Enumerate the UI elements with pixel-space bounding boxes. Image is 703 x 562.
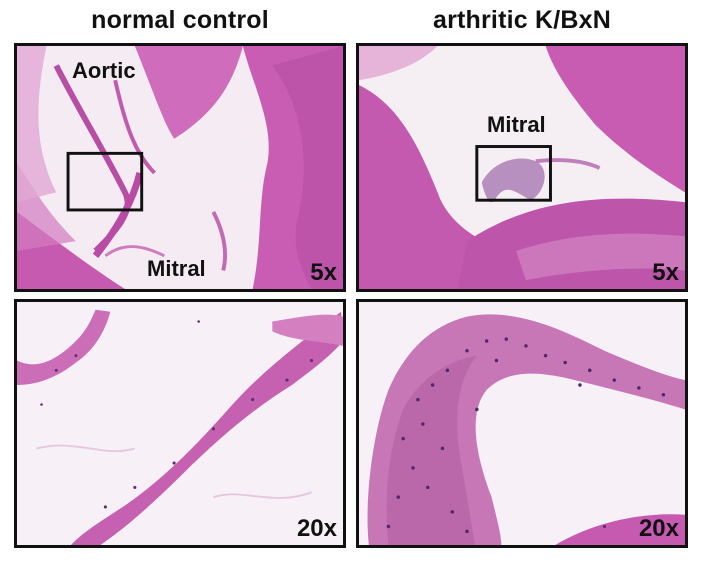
panel-arthritic-20x: 20x xyxy=(356,299,688,548)
panel-normal-5x: Aortic Mitral 5x xyxy=(14,43,346,292)
label-aortic: Aortic xyxy=(72,58,136,83)
panel-arthritic-5x: Mitral 5x xyxy=(356,43,688,292)
magnification-label: 20x xyxy=(638,515,679,542)
magnification-label: 5x xyxy=(310,259,337,286)
micrograph-normal-20x xyxy=(17,302,343,545)
zoom-inset-box xyxy=(475,145,552,202)
label-mitral: Mitral xyxy=(147,256,206,281)
magnification-label: 5x xyxy=(652,259,679,286)
micrograph-arthritic-20x xyxy=(359,302,685,545)
magnification-label: 20x xyxy=(296,515,337,542)
micrograph-normal-5x xyxy=(17,46,343,289)
left-column-title: normal control xyxy=(91,6,269,34)
micrograph-arthritic-5x xyxy=(359,46,685,289)
right-column-title: arthritic K/BxN xyxy=(432,6,612,34)
label-mitral: Mitral xyxy=(487,112,546,137)
panel-normal-20x: 20x xyxy=(14,299,346,548)
zoom-inset-box xyxy=(66,151,144,212)
